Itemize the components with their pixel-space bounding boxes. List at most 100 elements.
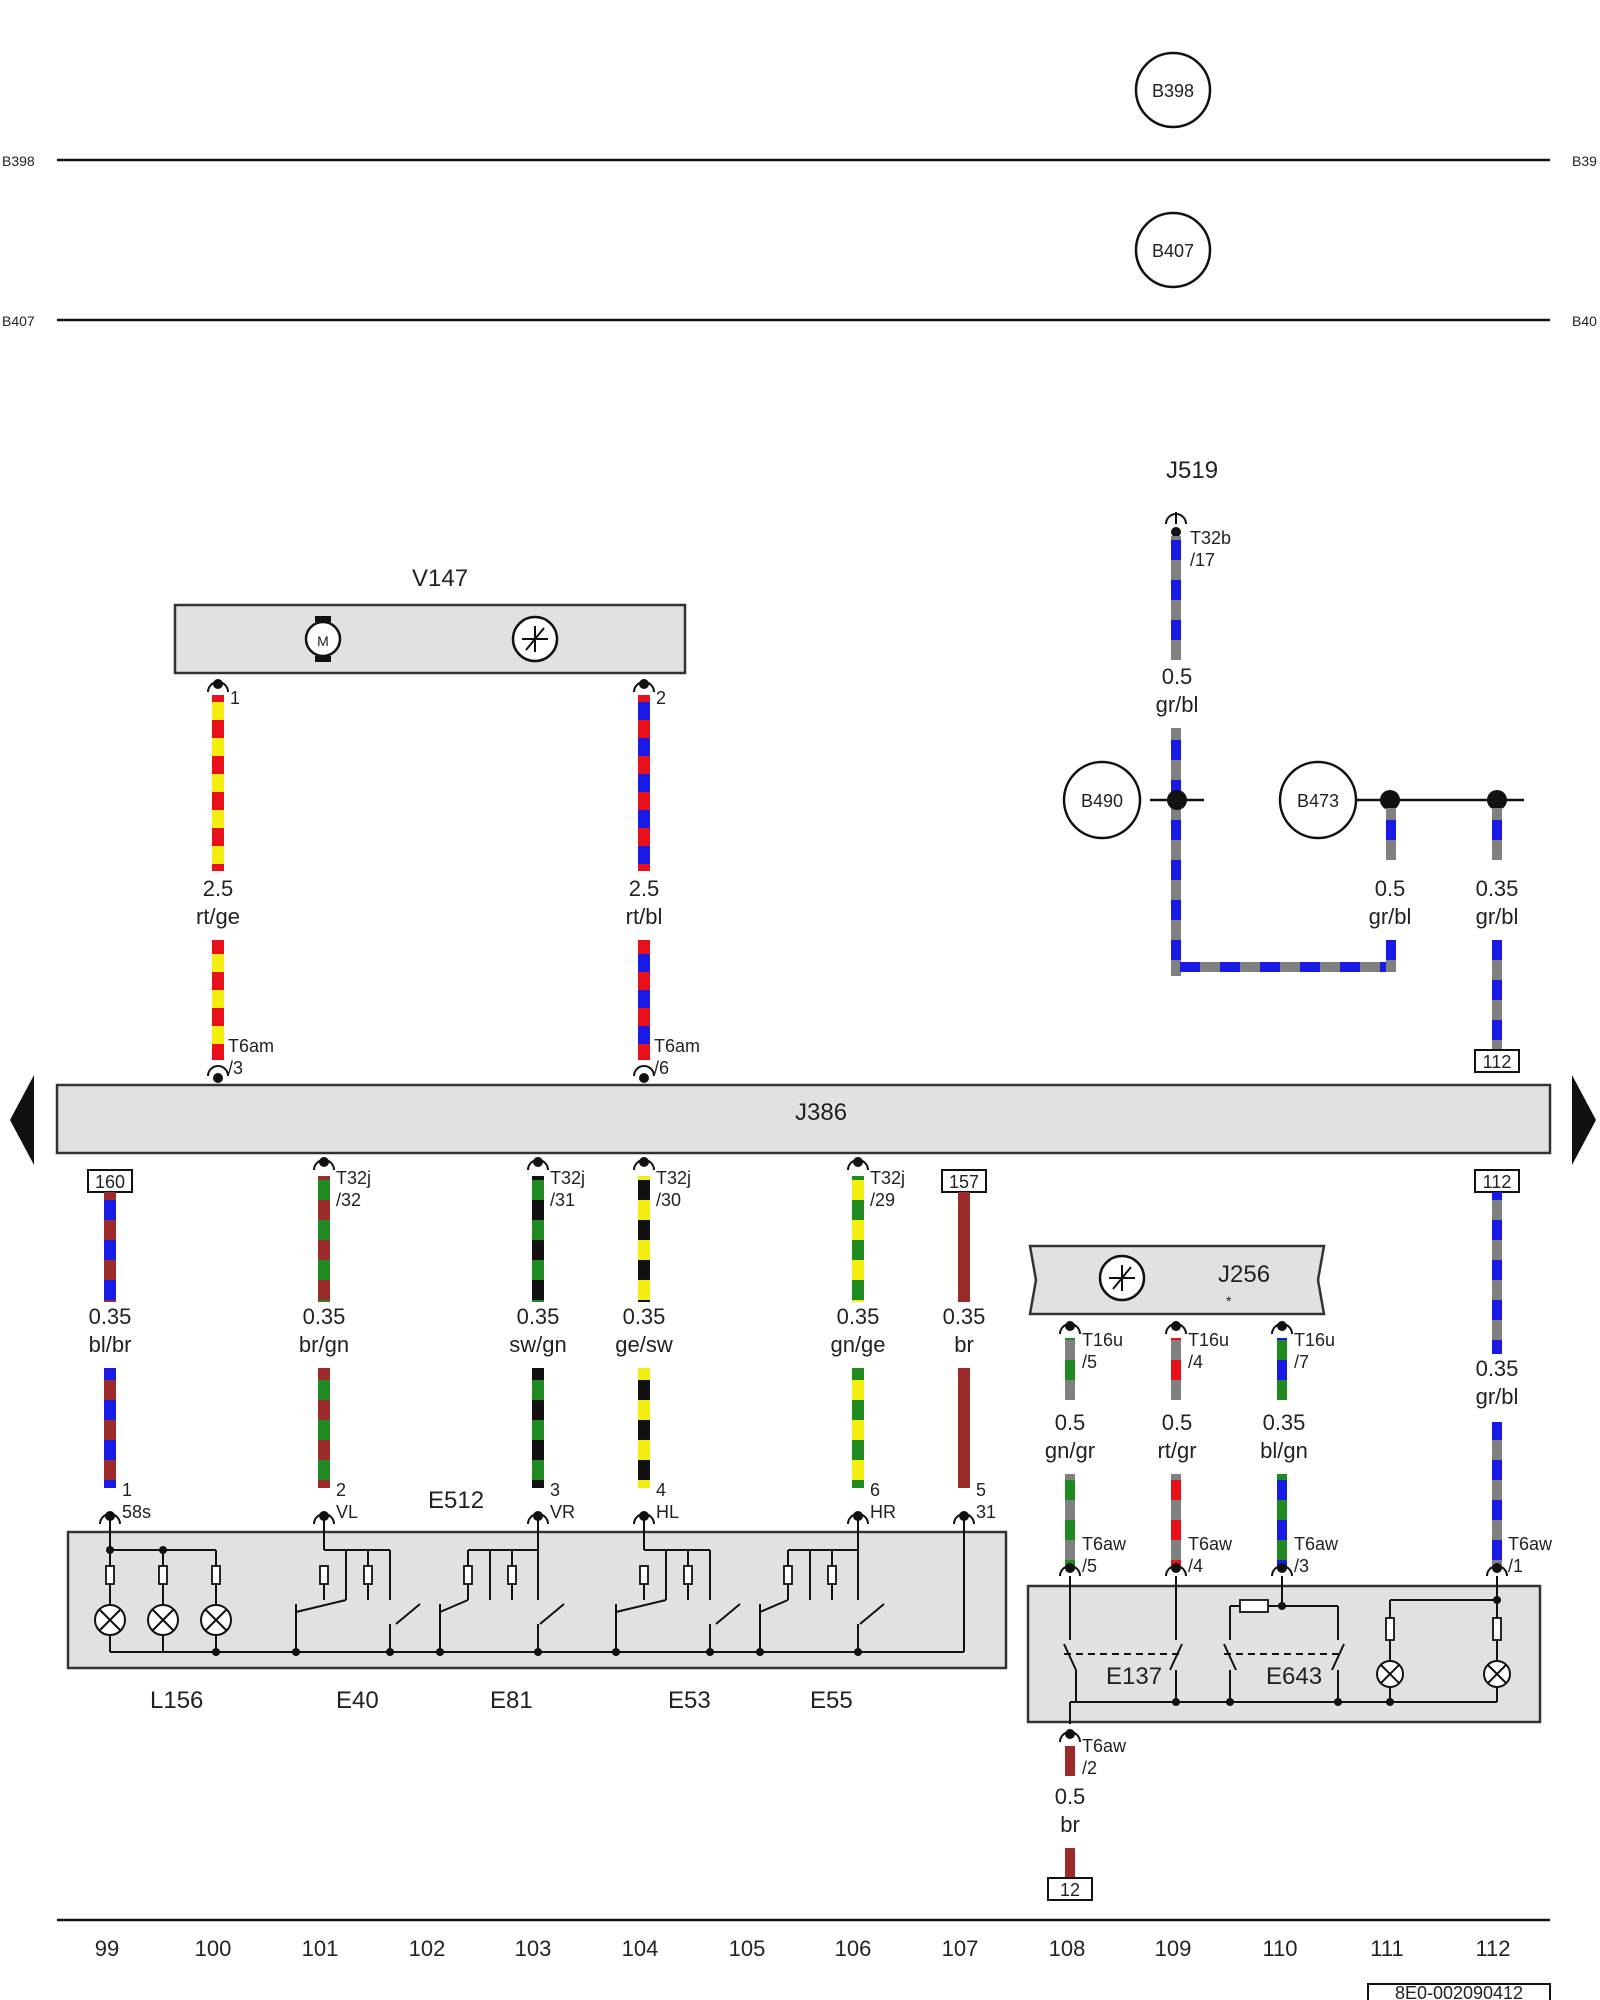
connector-t6aw: T6aw — [1294, 1534, 1339, 1554]
wire-color: br/gn — [299, 1332, 349, 1357]
connector-t6am-pin: /3 — [228, 1058, 243, 1078]
e512-pin: 3 VR — [527, 1480, 575, 1525]
pin-name: 31 — [976, 1502, 996, 1522]
grid-number: 112 — [1475, 1936, 1510, 1961]
connector-t32j-pin: /32 — [336, 1190, 361, 1210]
pin-name: VL — [336, 1502, 358, 1522]
component-j256-note: * — [1226, 1293, 1232, 1309]
component-e55: E55 — [810, 1687, 853, 1714]
component-e137: E137 — [1106, 1663, 1162, 1690]
bus-b407: B407 B40 B407 — [2, 211, 1597, 329]
component-e40: E40 — [336, 1687, 379, 1714]
continue-left-icon[interactable] — [10, 1075, 34, 1165]
connector-t32b-pin: /17 — [1190, 550, 1215, 570]
wire-size: 0.35 — [1476, 876, 1519, 901]
component-e512: E512 — [428, 1487, 484, 1514]
pin-number: 4 — [656, 1480, 666, 1500]
ref-157: 157 — [949, 1172, 979, 1192]
grid-number: 107 — [942, 1936, 979, 1961]
lamp-icon — [94, 1550, 126, 1652]
connector-t16u: T16u — [1082, 1330, 1123, 1350]
continue-right-icon[interactable] — [1572, 1075, 1596, 1165]
connector-t32j: T32j — [550, 1168, 585, 1188]
grid-number: 108 — [1049, 1936, 1086, 1961]
e512-pin: 4 HL — [633, 1480, 679, 1525]
bus-label-left: B398 — [2, 153, 35, 169]
pin-name: HL — [656, 1502, 679, 1522]
wire-color: br — [954, 1332, 974, 1357]
grid-number: 100 — [195, 1936, 232, 1961]
component-j386-group: J386 — [10, 1075, 1596, 1165]
bus-marker: B398 — [1152, 81, 1194, 101]
ref-112: 112 — [1483, 1172, 1512, 1192]
grid-number: 105 — [729, 1936, 766, 1961]
component-j256: J256 — [1218, 1261, 1270, 1288]
grid-number: 99 — [95, 1936, 119, 1961]
pin-number: 6 — [870, 1480, 880, 1500]
lamp-icon — [200, 1550, 232, 1652]
wire-size: 0.35 — [1476, 1356, 1519, 1381]
pin-name: HR — [870, 1502, 896, 1522]
grid-number: 106 — [835, 1936, 872, 1961]
v147-pin-2: 2 — [656, 688, 666, 708]
e512-pin: 5 31 — [953, 1480, 996, 1525]
wire-size: 2.5 — [629, 876, 660, 901]
bus-b398: B398 B39 B398 — [2, 51, 1597, 169]
wire-size: 0.35 — [89, 1304, 132, 1329]
connector-t6aw-pin: /5 — [1082, 1556, 1097, 1576]
component-v147-group: V147 M 1 2 2.5 rt/ge 2.5 rt/bl T6am /3 T… — [173, 565, 700, 1083]
connector-t6am: T6am — [228, 1036, 274, 1056]
grid-number: 110 — [1262, 1936, 1297, 1961]
grid-ruler: 99 100 101 102 103 104 105 106 107 108 1… — [57, 1918, 1550, 1961]
wire-size: 0.35 — [623, 1304, 666, 1329]
lamp-icon — [1483, 1600, 1511, 1702]
connector-t6aw-pin: /3 — [1294, 1556, 1309, 1576]
component-j386: J386 — [795, 1099, 847, 1126]
connector-t32j-pin: /29 — [870, 1190, 895, 1210]
wire-size: 0.35 — [1263, 1410, 1306, 1435]
wire-size: 0.5 — [1055, 1784, 1086, 1809]
bus-label-left: B407 — [2, 313, 35, 329]
e512-pins: 1 58s 2 VL 3 VR 4 HL 6 HR 5 31 E512 — [99, 1480, 996, 1525]
v147-pin-1: 1 — [230, 688, 240, 708]
lamp-icon — [1376, 1600, 1404, 1702]
connector-t6aw: T6aw — [1082, 1736, 1127, 1756]
lamp-icon — [147, 1550, 179, 1652]
ref-112: 112 — [1483, 1052, 1512, 1072]
connector-t32b: T32b — [1190, 528, 1231, 548]
grid-number: 103 — [515, 1936, 552, 1961]
connector-t32j-pin: /31 — [550, 1190, 575, 1210]
grid-number: 102 — [409, 1936, 446, 1961]
switch-e55 — [759, 1520, 885, 1652]
connector-t16u: T16u — [1188, 1330, 1229, 1350]
component-j256-group: J256 * T16u /5 T16u /4 T16u /7 0.5 gn/gr… — [1028, 1244, 1335, 1566]
wire-color: ge/sw — [615, 1332, 673, 1357]
grid-number: 109 — [1155, 1936, 1192, 1961]
wire-size: 0.5 — [1055, 1410, 1086, 1435]
ref-160: 160 — [95, 1172, 125, 1192]
component-e53: E53 — [668, 1687, 711, 1714]
j519-branch: J519 T32b /17 0.5 gr/bl B490 B473 0.5 gr… — [1062, 457, 1524, 1073]
wire-size: 0.35 — [517, 1304, 560, 1329]
connector-t16u-pin: /4 — [1188, 1352, 1203, 1372]
pin-number: 1 — [122, 1480, 132, 1500]
bus-label-right: B39 — [1572, 153, 1597, 169]
ref-12: 12 — [1060, 1880, 1080, 1900]
wire-color: rt/bl — [626, 904, 663, 929]
wire-size: 0.35 — [943, 1304, 986, 1329]
grid-number: 101 — [302, 1936, 339, 1961]
doc-id-box: 8E0-002090412 — [1367, 1983, 1551, 2000]
connector-t32j: T32j — [656, 1168, 691, 1188]
connector-t6am-pin: /6 — [654, 1058, 669, 1078]
wire-color: gr/bl — [1476, 1384, 1519, 1409]
switch-e40 — [295, 1520, 421, 1652]
wire-color: gr/bl — [1476, 904, 1519, 929]
pin-number: 5 — [976, 1480, 986, 1500]
wire-color: gr/bl — [1156, 692, 1199, 717]
e137-e643-group: T6aw /5 T6aw /4 T6aw /3 T6aw /1 E137 E64… — [1026, 1534, 1553, 1901]
grid-number: 111 — [1370, 1936, 1403, 1961]
connector-t6aw: T6aw — [1082, 1534, 1127, 1554]
connector-t6am: T6am — [654, 1036, 700, 1056]
wire-size: 0.35 — [303, 1304, 346, 1329]
